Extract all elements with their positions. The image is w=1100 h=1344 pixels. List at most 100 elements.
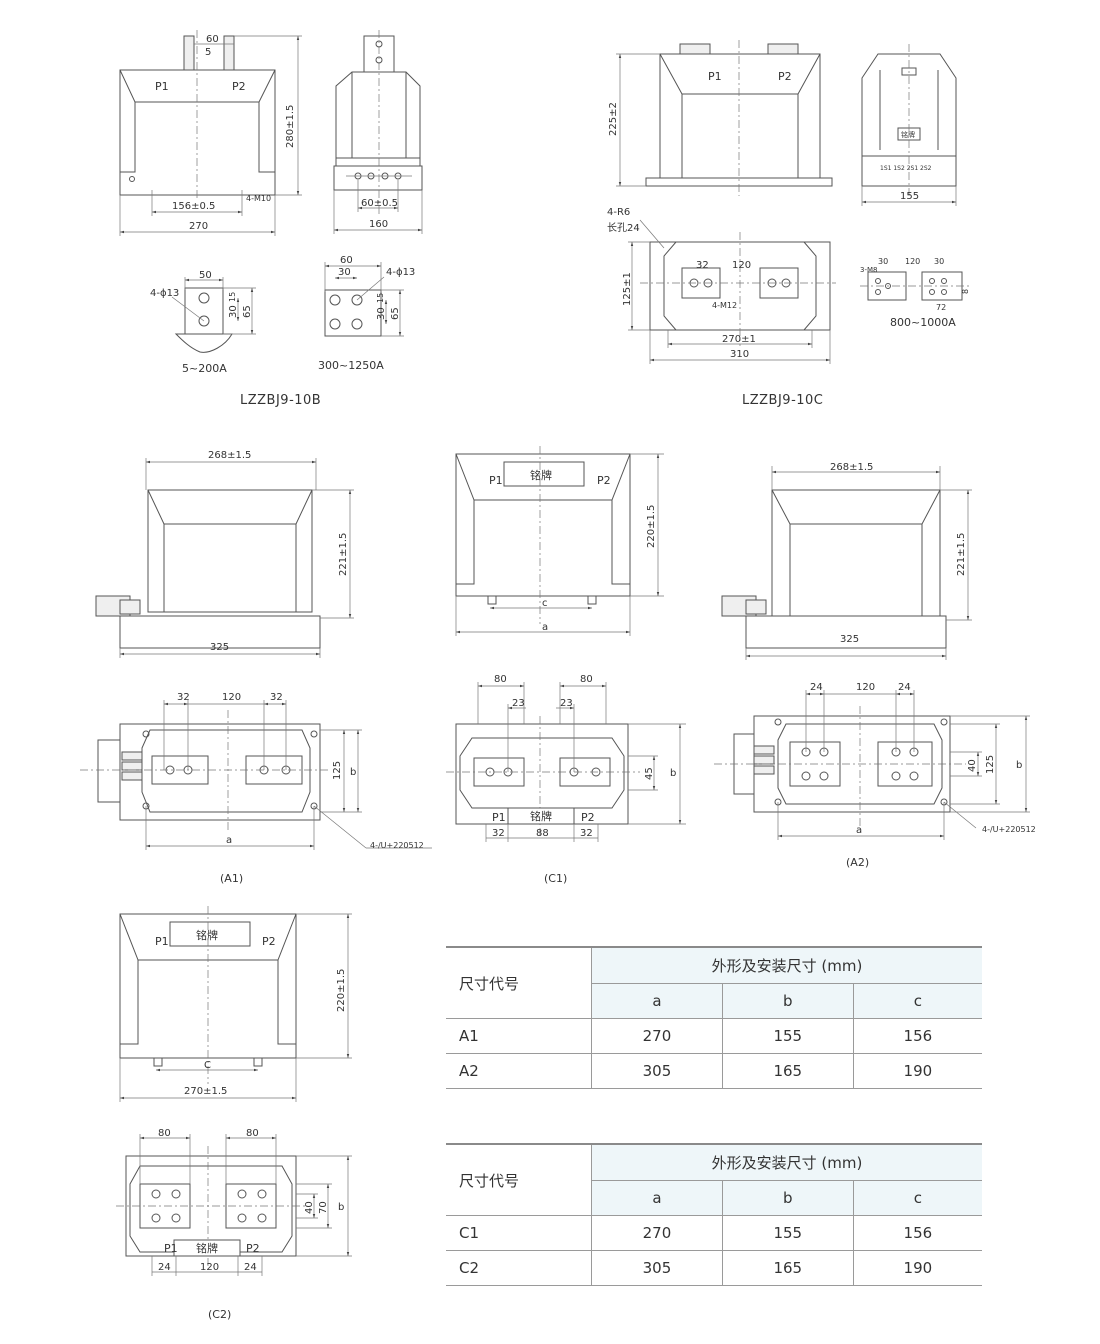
table-a-row-1-b: 155 bbox=[722, 1018, 854, 1054]
c1-dim-80a: 80 bbox=[494, 674, 507, 685]
a1-dim-120: 120 bbox=[222, 692, 241, 703]
c-term-dim-30b: 30 bbox=[934, 257, 944, 266]
b-front-view: P1 P2 60 5 280±1.5 156±0.5 4-M10 270 bbox=[119, 30, 302, 236]
b-label-4phi13a: 4-ϕ13 bbox=[150, 288, 179, 299]
c2-dim-80a: 80 bbox=[158, 1128, 171, 1139]
a1-dim-b: b bbox=[350, 767, 356, 778]
c2-dim-220: 220±1.5 bbox=[336, 969, 347, 1012]
a1-front-view: 268±1.5 221±1.5 325 bbox=[95, 450, 354, 658]
a1-dim-a: a bbox=[226, 835, 232, 846]
c1-top-p2: P2 bbox=[581, 811, 595, 824]
b-front-p2: P2 bbox=[232, 80, 246, 93]
c2-top-p2: P2 bbox=[246, 1242, 260, 1255]
c2-top-view: 铭牌 P1 P2 80 80 40 70 b 24 120 24 bbox=[116, 1128, 352, 1276]
table-c-code-header: 尺寸代号 bbox=[446, 1143, 592, 1216]
table-row: C2 305 165 190 bbox=[446, 1250, 982, 1286]
c1-dim-32b: 32 bbox=[580, 828, 593, 839]
caption-800-1000a: 800~1000A bbox=[890, 316, 956, 329]
table-c-row-2-b: 165 bbox=[722, 1250, 854, 1286]
c2-top-nameplate: 铭牌 bbox=[196, 1241, 218, 1255]
table-a-row-1-c: 156 bbox=[853, 1018, 982, 1054]
a1-dim-32a: 32 bbox=[177, 692, 190, 703]
caption-c2: (C2) bbox=[208, 1308, 231, 1321]
table-a-row-2-a: 305 bbox=[591, 1053, 723, 1089]
c-term-dim-30a: 30 bbox=[878, 257, 888, 266]
b-dim-65b: 65 bbox=[390, 307, 401, 320]
c-top-dim-32: 32 bbox=[696, 260, 709, 271]
table-a-row-1-code: A1 bbox=[446, 1018, 592, 1054]
table-c-row-1-c: 156 bbox=[853, 1215, 982, 1251]
c2-dim-24a: 24 bbox=[158, 1262, 171, 1273]
b-dim-60: 60 bbox=[206, 34, 219, 45]
a1-dim-125: 125 bbox=[332, 761, 343, 780]
dimension-table-c: 尺寸代号 外形及安装尺寸 (mm) a b c C1 270 155 156 C… bbox=[446, 1143, 982, 1286]
a2-dim-24b: 24 bbox=[898, 682, 911, 693]
c1-dim-23a: 23 bbox=[512, 698, 525, 709]
table-c-row-2-code: C2 bbox=[446, 1250, 592, 1286]
c-label-4r6: 4-R6 bbox=[607, 207, 630, 218]
a1-dim-221: 221±1.5 bbox=[338, 533, 349, 576]
c-label-3m8: 3-M8 bbox=[860, 266, 877, 274]
b-dim-60-05: 60±0.5 bbox=[361, 198, 398, 209]
c-dim-270-1: 270±1 bbox=[722, 334, 756, 345]
b-dim-15: 15 bbox=[228, 292, 237, 302]
table-c-row-1-a: 270 bbox=[591, 1215, 723, 1251]
c-front-view: P1 P2 225±2 bbox=[608, 40, 833, 196]
a2-dim-a: a bbox=[856, 825, 862, 836]
caption-a2: (A2) bbox=[846, 856, 869, 869]
c1-front-view: 铭牌 P1 P2 c a 220±1.5 bbox=[455, 446, 664, 636]
c2-dim-120: 120 bbox=[200, 1262, 219, 1273]
table-a-row-2-c: 190 bbox=[853, 1053, 982, 1089]
c2-dim-b: b bbox=[338, 1202, 344, 1213]
c1-dim-a: a bbox=[542, 622, 548, 633]
c-dim-310: 310 bbox=[730, 349, 749, 360]
c2-dim-80b: 80 bbox=[246, 1128, 259, 1139]
c2-dim-70: 70 bbox=[318, 1201, 329, 1214]
c2-nameplate: 铭牌 bbox=[196, 928, 218, 942]
b-dim-280: 280±1.5 bbox=[285, 105, 296, 148]
c-term-dim-8: 8 bbox=[961, 289, 970, 294]
a2-dim-268: 268±1.5 bbox=[830, 462, 873, 473]
c-front-p2: P2 bbox=[778, 70, 792, 83]
table-a-row-2-code: A2 bbox=[446, 1053, 592, 1089]
b-dim-50: 50 bbox=[199, 270, 212, 281]
table-c-col-c: c bbox=[853, 1180, 982, 1216]
c1-nameplate: 铭牌 bbox=[530, 468, 552, 482]
c1-dim-32a: 32 bbox=[492, 828, 505, 839]
c2-front-p1: P1 bbox=[155, 935, 169, 948]
b-dim-30b: 30 bbox=[338, 267, 351, 278]
a1-dim-325: 325 bbox=[210, 642, 229, 653]
b-label-4phi13b: 4-ϕ13 bbox=[386, 267, 415, 278]
b-dim-160: 160 bbox=[369, 219, 388, 230]
a1-top-view: 32 120 32 125 b a 4-/U+220512 bbox=[80, 692, 432, 850]
a2-dim-24a: 24 bbox=[810, 682, 823, 693]
c2-front-p2: P2 bbox=[262, 935, 276, 948]
c2-dim-24b: 24 bbox=[244, 1262, 257, 1273]
b-dim-30c: 30 bbox=[376, 307, 387, 320]
b-dim-5: 5 bbox=[205, 47, 211, 58]
b-label-4m10: 4-M10 bbox=[246, 194, 271, 203]
c1-dim-88: 88 bbox=[536, 828, 549, 839]
c-label-slot24: 长孔24 bbox=[607, 222, 640, 234]
c1-front-p2: P2 bbox=[597, 474, 611, 487]
c1-dim-b: b bbox=[670, 768, 676, 779]
c1-dim-220: 220±1.5 bbox=[646, 505, 657, 548]
c-dim-225: 225±2 bbox=[608, 102, 619, 136]
dimension-table-a: 尺寸代号 外形及安装尺寸 (mm) a b c A1 270 155 156 A… bbox=[446, 946, 982, 1089]
table-a-group-header: 外形及安装尺寸 (mm) bbox=[591, 946, 982, 984]
a2-dim-120: 120 bbox=[856, 682, 875, 693]
c-front-p1: P1 bbox=[708, 70, 722, 83]
caption-a1: (A1) bbox=[220, 872, 243, 885]
b-terminal-large: 60 30 15 30 65 4-ϕ13 300~1250A bbox=[318, 255, 415, 372]
c2-dim-270: 270±1.5 bbox=[184, 1086, 227, 1097]
c2-dim-c: C bbox=[204, 1060, 211, 1071]
table-a-code-header: 尺寸代号 bbox=[446, 946, 592, 1019]
c1-dim-80b: 80 bbox=[580, 674, 593, 685]
caption-c1: (C1) bbox=[544, 872, 567, 885]
table-c-group-header: 外形及安装尺寸 (mm) bbox=[591, 1143, 982, 1181]
b-dim-15b: 15 bbox=[376, 293, 385, 303]
c1-front-p1: P1 bbox=[489, 474, 503, 487]
table-row: A2 305 165 190 bbox=[446, 1053, 982, 1089]
table-c-row-2-c: 190 bbox=[853, 1250, 982, 1286]
table-c-col-b: b bbox=[722, 1180, 854, 1216]
